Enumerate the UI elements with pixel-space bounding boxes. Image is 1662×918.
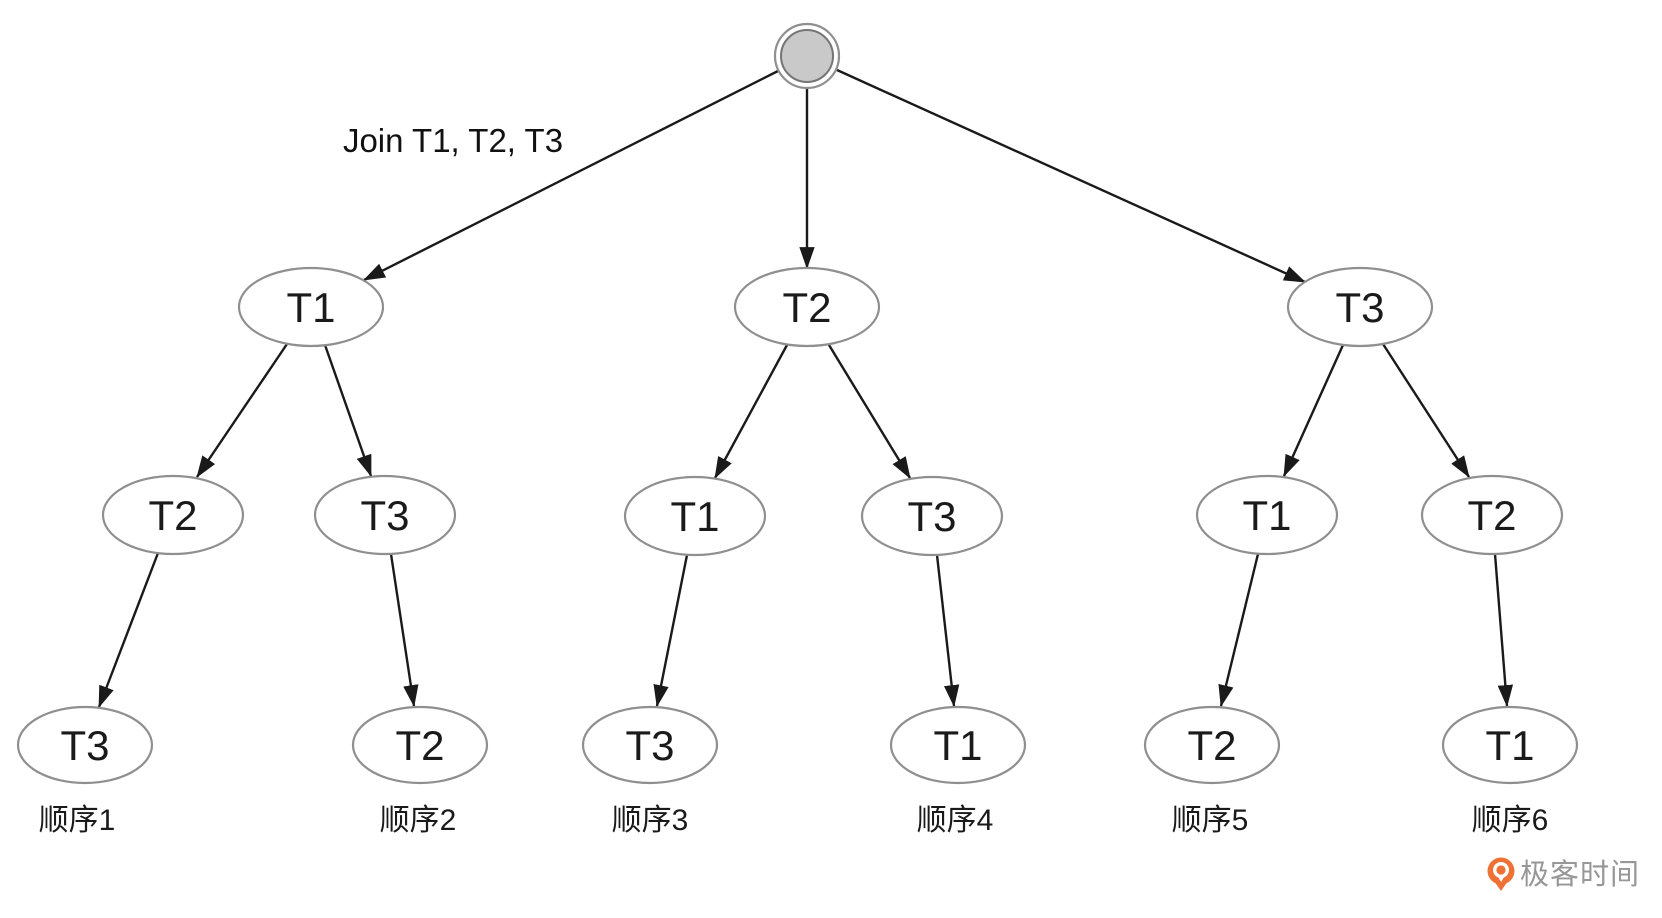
node-label: T3 bbox=[907, 493, 956, 540]
edge-t1t3-t2 bbox=[389, 553, 419, 708]
node-l1-t3: T3 bbox=[1286, 266, 1434, 348]
node-label: T3 bbox=[360, 492, 409, 539]
node-l2-t2-t3: T3 bbox=[860, 475, 1004, 557]
node-shape bbox=[101, 474, 245, 556]
edge-t3t1-t2 bbox=[1218, 553, 1260, 708]
node-leaf-order1: T3 bbox=[16, 705, 154, 785]
node-shape bbox=[313, 474, 457, 556]
node-leaf-order2: T2 bbox=[351, 705, 489, 785]
node-l2-t1-t2: T2 bbox=[101, 474, 245, 556]
node-label: T1 bbox=[1242, 492, 1291, 539]
order-label-4: 顺序4 bbox=[917, 804, 994, 837]
logo-q-ring bbox=[1492, 861, 1510, 879]
node-shape bbox=[1286, 266, 1434, 348]
join-edge-label: Join T1, T2, T3 bbox=[343, 122, 563, 159]
node-shape bbox=[1143, 705, 1281, 785]
node-label: T3 bbox=[625, 722, 674, 769]
edge-t1-t2 bbox=[196, 343, 288, 478]
edge-t2-t3 bbox=[827, 344, 912, 479]
node-label: T1 bbox=[1485, 722, 1534, 769]
edge-root-t1 bbox=[363, 69, 779, 282]
edge-t2-t1 bbox=[713, 344, 789, 479]
node-leaf-order4: T1 bbox=[889, 705, 1027, 785]
logo-circle bbox=[1487, 857, 1515, 885]
root-inner-circle bbox=[780, 29, 834, 83]
order-label-1: 顺序1 bbox=[39, 804, 116, 837]
logo-pin-tail bbox=[1494, 881, 1508, 891]
node-l1-t2: T2 bbox=[733, 266, 881, 348]
node-leaf-order5: T2 bbox=[1143, 705, 1281, 785]
edge-t1-t3 bbox=[323, 344, 373, 478]
node-l2-t3-t2: T2 bbox=[1420, 474, 1564, 556]
node-shape bbox=[581, 705, 719, 785]
node-label: T2 bbox=[395, 722, 444, 769]
node-label: T3 bbox=[60, 722, 109, 769]
edge-t2t1-t3 bbox=[653, 554, 689, 708]
node-label: T2 bbox=[1187, 722, 1236, 769]
node-label: T1 bbox=[933, 722, 982, 769]
node-label: T1 bbox=[286, 284, 335, 331]
node-l1-t1: T1 bbox=[237, 266, 385, 348]
order-labels: 顺序1 顺序2 顺序3 顺序4 顺序5 顺序6 bbox=[39, 804, 1549, 837]
order-label-6: 顺序6 bbox=[1472, 804, 1549, 837]
node-shape bbox=[860, 475, 1004, 557]
node-shape bbox=[889, 705, 1027, 785]
node-label: T2 bbox=[148, 492, 197, 539]
edge-t1t2-t3 bbox=[97, 552, 160, 709]
order-label-3: 顺序3 bbox=[612, 804, 689, 837]
node-shape bbox=[733, 266, 881, 348]
geektime-logo-icon bbox=[1487, 857, 1515, 891]
node-shape bbox=[1420, 474, 1564, 556]
watermark: 极客时间 bbox=[1487, 857, 1640, 891]
edge-t3-t1 bbox=[1282, 344, 1345, 478]
watermark-text: 极客时间 bbox=[1520, 858, 1640, 891]
node-shape bbox=[16, 705, 154, 785]
node-shape bbox=[237, 266, 385, 348]
edge-t3-t2 bbox=[1381, 343, 1471, 478]
node-l2-t1-t3: T3 bbox=[313, 474, 457, 556]
edges bbox=[97, 68, 1514, 709]
node-root bbox=[773, 22, 841, 90]
node-shape bbox=[351, 705, 489, 785]
order-label-5: 顺序5 bbox=[1172, 804, 1249, 837]
node-leaf-order3: T3 bbox=[581, 705, 719, 785]
node-shape bbox=[1441, 705, 1579, 785]
order-label-2: 顺序2 bbox=[380, 804, 457, 837]
node-label: T3 bbox=[1335, 284, 1384, 331]
edge-t3t2-t1 bbox=[1493, 553, 1514, 708]
node-label: T1 bbox=[670, 493, 719, 540]
node-label: T2 bbox=[782, 284, 831, 331]
node-shape bbox=[1195, 474, 1339, 556]
logo-q-tail bbox=[1497, 876, 1505, 882]
node-l2-t2-t1: T1 bbox=[623, 475, 767, 557]
node-leaf-order6: T1 bbox=[1441, 705, 1579, 785]
edge-t2t3-t1 bbox=[935, 554, 960, 708]
edge-root-t3 bbox=[836, 68, 1307, 284]
node-label: T2 bbox=[1467, 492, 1516, 539]
node-shape bbox=[623, 475, 767, 557]
node-l2-t3-t1: T1 bbox=[1195, 474, 1339, 556]
